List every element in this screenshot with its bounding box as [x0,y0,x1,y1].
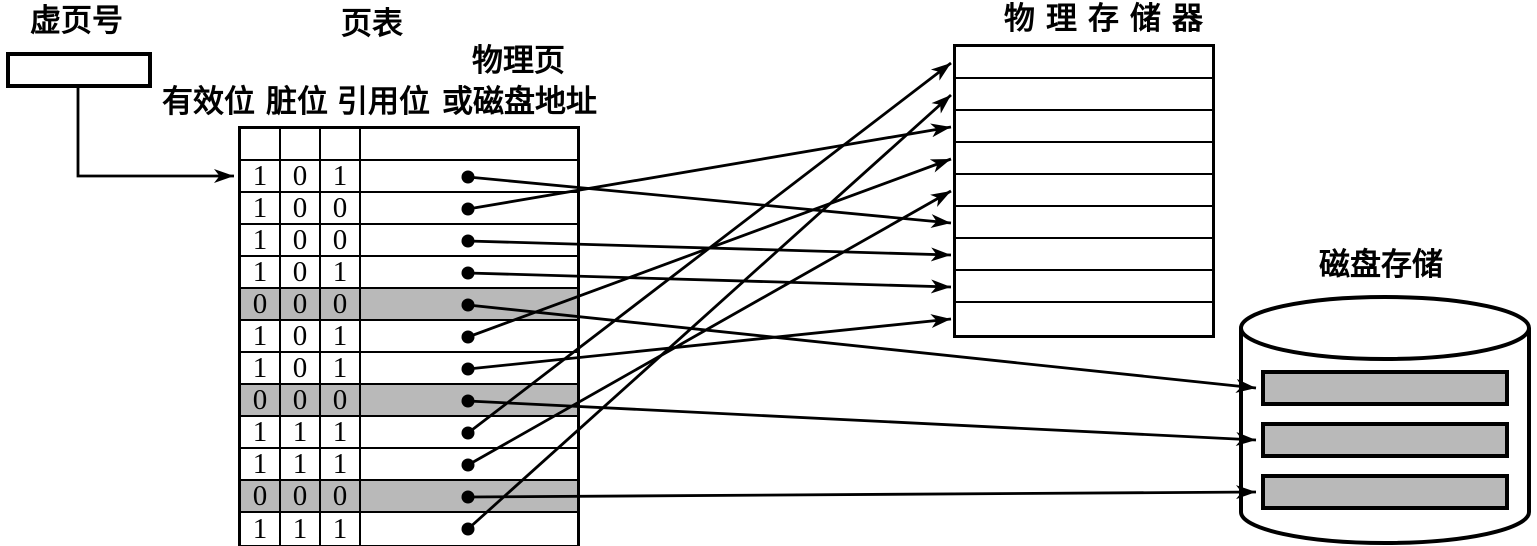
page-table-dirty-bit-cell: 0 [281,353,321,383]
page-table-address-cell [361,193,577,223]
page-table-dirty-bit-cell: 0 [281,385,321,415]
disk-slot-2 [1261,422,1509,458]
page-table-reference-bit-cell: 1 [321,321,361,351]
disk-cylinder-top [1239,295,1531,361]
address-column-header-line1: 物理页 [472,43,565,78]
page-table-valid-bit-cell: 1 [241,417,281,447]
valid-bit-column-header: 有效位 [162,84,255,119]
page-table-valid-bit-cell [241,129,281,159]
page-table-reference-bit-cell: 0 [321,385,361,415]
page-table-dirty-bit-cell: 0 [281,481,321,511]
page-table-valid-bit-cell: 1 [241,161,281,191]
page-table-address-cell [361,449,577,479]
page-table-dirty-bit-cell: 1 [281,449,321,479]
mapping-arrow-row-8-to-disk-2 [467,399,1257,447]
page-table-valid-bit-cell: 1 [241,513,281,545]
page-table-dirty-bit-cell: 1 [281,513,321,545]
page-table-address-cell [361,417,577,447]
physical-memory-row [956,79,1212,111]
physical-memory-row [956,143,1212,175]
physical-memory-row [956,47,1212,79]
dirty-bit-column-header: 脏位 [266,84,328,119]
physical-memory-row [956,303,1212,335]
page-table-valid-bit-cell: 1 [241,321,281,351]
page-table-valid-bit-cell: 0 [241,289,281,319]
page-table-reference-bit-cell [321,129,361,159]
page-table-reference-bit-cell: 0 [321,193,361,223]
page-table-address-cell [361,321,577,351]
page-table-valid-bit-cell: 1 [241,257,281,287]
page-table-address-cell [361,353,577,383]
address-column-header-line2: 或磁盘地址 [442,84,597,119]
page-table-dirty-bit-cell: 0 [281,257,321,287]
page-table-dirty-bit-cell: 0 [281,289,321,319]
page-table-valid-bit-cell: 0 [241,481,281,511]
page-table-reference-bit-cell: 0 [321,289,361,319]
disk-slot-1 [1261,370,1509,406]
page-table-reference-bit-cell: 0 [321,481,361,511]
page-table-dirty-bit-cell: 1 [281,417,321,447]
page-table-dirty-bit-cell: 0 [281,161,321,191]
physical-memory-row [956,111,1212,143]
physical-memory-row [956,239,1212,271]
page-table-dirty-bit-cell [281,129,321,159]
page-table-valid-bit-cell: 1 [241,225,281,255]
page-table-address-cell [361,161,577,191]
physical-memory-box [953,44,1215,338]
disk-storage-title: 磁盘存储 [1319,247,1443,282]
page-table-address-cell [361,385,577,415]
virtual-page-number-label: 虚页号 [30,3,123,38]
page-table-address-cell [361,129,577,159]
page-table-valid-bit-cell: 1 [241,449,281,479]
physical-memory-row [956,175,1212,207]
reference-bit-column-header: 引用位 [337,84,430,119]
page-table-reference-bit-cell: 1 [321,513,361,545]
physical-memory-title: 物理存储器 [1004,1,1214,36]
page-table-valid-bit-cell: 1 [241,193,281,223]
virtual-page-number-box [6,52,152,88]
page-table-address-cell [361,481,577,511]
page-table-reference-bit-cell: 1 [321,417,361,447]
mapping-arrow-row-11-to-disk-3 [467,485,1257,500]
page-table-dirty-bit-cell: 0 [281,225,321,255]
page-table-address-cell [361,225,577,255]
physical-memory-row [956,207,1212,239]
page-table-address-cell [361,513,577,545]
disk-cylinder-body [1239,328,1531,545]
page-table-address-cell [361,289,577,319]
physical-memory-row [956,271,1212,303]
page-table-reference-bit-cell: 1 [321,161,361,191]
page-table-dirty-bit-cell: 0 [281,193,321,223]
page-table-reference-bit-cell: 0 [321,225,361,255]
page-table-reference-bit-cell: 1 [321,257,361,287]
page-table-header-row [241,129,577,161]
disk-slot-3 [1261,474,1509,510]
page-table-reference-bit-cell: 1 [321,449,361,479]
page-table-reference-bit-cell: 1 [321,353,361,383]
page-table-title: 页表 [341,6,403,41]
page-table-dirty-bit-cell: 0 [281,321,321,351]
page-table-address-cell [361,257,577,287]
page-table-valid-bit-cell: 0 [241,385,281,415]
page-table-valid-bit-cell: 1 [241,353,281,383]
